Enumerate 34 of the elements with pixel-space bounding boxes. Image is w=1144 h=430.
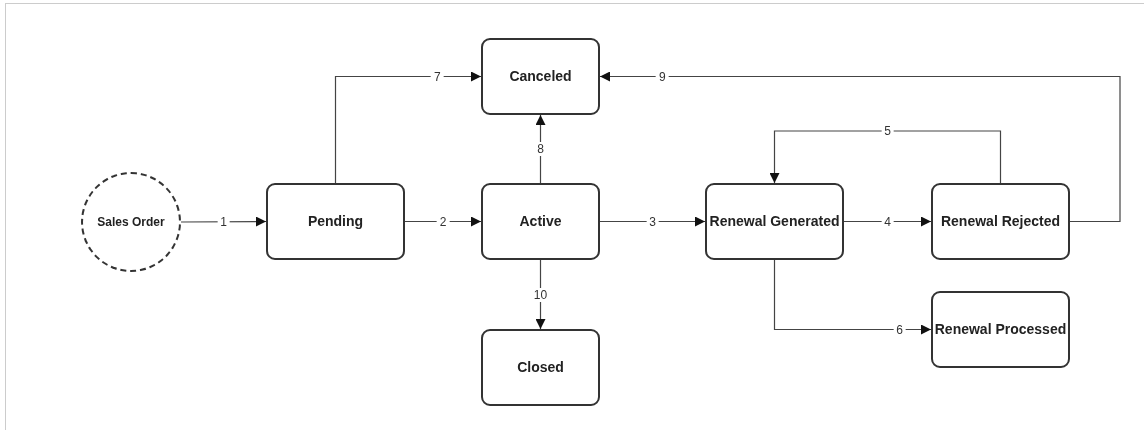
state-box bbox=[481, 329, 600, 406]
state-label: Closed bbox=[517, 358, 564, 377]
edge-label: 5 bbox=[881, 124, 894, 138]
arrow bbox=[599, 71, 1121, 223]
arrow bbox=[535, 259, 546, 330]
arrow bbox=[404, 216, 482, 227]
state-box bbox=[931, 291, 1070, 368]
state-box bbox=[266, 183, 405, 260]
state-box bbox=[705, 183, 844, 260]
state-label: Canceled bbox=[509, 67, 572, 86]
state-box bbox=[931, 183, 1070, 260]
state-label: Pending bbox=[307, 212, 364, 231]
state-label: Renewal Generated bbox=[709, 212, 840, 231]
arrow bbox=[773, 259, 932, 335]
state-label: Sales Order bbox=[97, 214, 165, 230]
arrow bbox=[180, 216, 267, 227]
arrow bbox=[334, 71, 482, 184]
state-label: Renewal Rejected bbox=[940, 212, 1061, 231]
arrow bbox=[535, 114, 546, 184]
edge-label: 7 bbox=[431, 69, 444, 84]
state-label: Active bbox=[519, 212, 562, 231]
edge-label: 3 bbox=[646, 214, 659, 229]
edge-label: 1 bbox=[217, 214, 230, 229]
edge-label: 4 bbox=[881, 214, 894, 229]
arrow bbox=[599, 216, 706, 227]
edge-label: 6 bbox=[893, 322, 907, 337]
arrow bbox=[843, 216, 932, 227]
edge-label: 8 bbox=[534, 142, 547, 156]
state-label: Renewal Processed bbox=[934, 320, 1067, 339]
state-box bbox=[481, 183, 600, 260]
arrow bbox=[769, 130, 1002, 184]
state-box bbox=[481, 38, 600, 115]
edge-label: 9 bbox=[656, 69, 669, 84]
edge-label: 2 bbox=[436, 214, 450, 229]
